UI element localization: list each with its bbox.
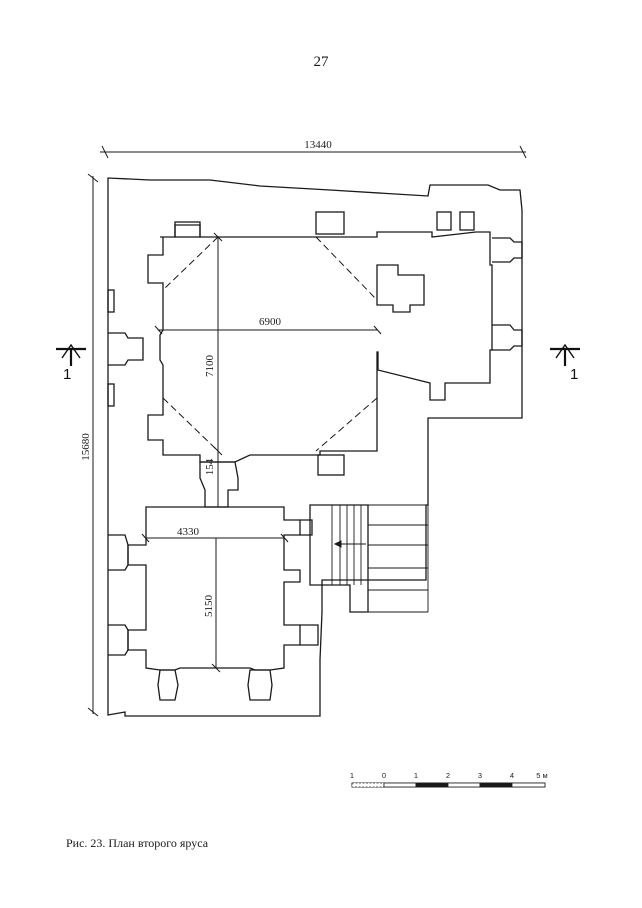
scale-label: 5 м — [536, 771, 547, 780]
lower-left-window-b — [108, 624, 129, 656]
lower-right-window-a — [300, 519, 313, 536]
label-passage: 154 — [204, 458, 216, 475]
left-slot-b — [107, 383, 115, 407]
lower-hall-walls — [127, 506, 301, 671]
left-slot-a — [107, 289, 115, 313]
left-window-upper — [108, 332, 144, 366]
label-lower-height: 5150 — [203, 595, 215, 618]
upper-hall-walls — [147, 224, 493, 463]
inner-chamber — [376, 264, 425, 313]
niche-top-mid — [315, 211, 345, 235]
passage — [199, 461, 239, 508]
niche-top-right-a — [436, 211, 452, 231]
section-label-right: 1 — [570, 366, 578, 383]
right-window-lower — [492, 324, 523, 351]
section-mark-right — [550, 343, 580, 366]
scale-label: 3 — [478, 771, 482, 780]
scale-label: 0 — [382, 771, 386, 780]
right-window-upper — [492, 237, 523, 263]
label-upper-width: 6900 — [259, 316, 282, 328]
outer-wall-outline — [107, 177, 523, 717]
lower-right-window-b — [300, 624, 319, 646]
staircase-steps — [331, 504, 429, 613]
lower-left-window-a — [108, 534, 129, 571]
scale-label: 4 — [510, 771, 514, 780]
bottom-window-left — [157, 669, 179, 701]
scale-bar — [351, 782, 546, 788]
label-lower-width: 4330 — [177, 526, 200, 538]
niche-top-right-b — [459, 211, 475, 231]
scale-label: 2 — [446, 771, 450, 780]
bottom-window-right — [247, 669, 273, 701]
niche-top-left — [174, 221, 201, 238]
figure-caption: Рис. 23. План второго яруса — [66, 836, 209, 850]
scale-label: 1 — [350, 771, 354, 780]
label-upper-height: 7100 — [204, 355, 216, 378]
section-mark-left — [56, 343, 86, 366]
label-overall-height: 15680 — [80, 433, 92, 461]
squinch-diagonals — [162, 236, 378, 452]
scale-bar-labels: 1 0 1 2 3 4 5 м — [350, 771, 548, 780]
staircase-outline — [309, 504, 369, 613]
niche-bottom-mid — [317, 454, 345, 476]
scale-label: 1 — [414, 771, 418, 780]
section-label-left: 1 — [63, 366, 71, 383]
page-number: 27 — [313, 54, 329, 70]
label-overall-width: 13440 — [304, 139, 332, 151]
